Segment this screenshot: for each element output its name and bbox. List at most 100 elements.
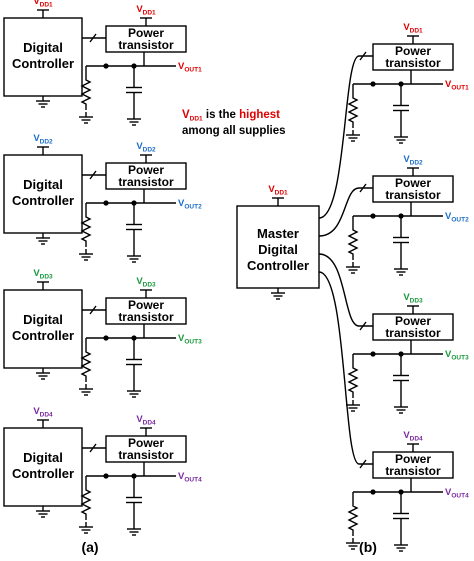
label-main: V [136,4,143,15]
resistor [80,211,92,247]
power-transistor-label: transistor [385,188,441,202]
ground-symbol [127,251,141,263]
label-subscript: OUT2 [451,217,469,224]
ground-symbol [394,264,408,276]
junction-dot [370,351,376,357]
ground-symbol [79,384,93,396]
label-main: V [178,198,185,209]
supply-label: VDD2 [136,141,156,154]
label-subscript: DD4 [410,436,423,443]
junction-dot [103,63,109,69]
power-transistor-box [105,297,187,325]
label-subscript: DD1 [40,2,53,9]
capacitor [393,216,409,264]
master-label: Digital [258,242,298,257]
junction-dot [370,489,376,495]
note-part-2: is the [203,109,239,121]
panel-label-b: (b) [359,539,377,555]
gate-curve [318,271,373,465]
power-transistor-box [372,175,454,203]
output-label: VOUT4 [178,471,202,484]
note-line-2: among all supplies [182,125,286,137]
bus-slash [359,183,367,193]
wiring [37,9,443,500]
label-main: V [445,79,452,90]
power-transistor-box [105,435,187,463]
power-transistor-label: transistor [118,38,174,52]
resistor-zigzag [80,346,92,382]
label-subscript: OUT4 [184,477,202,484]
power-transistor-label: Power [395,176,431,190]
ground-symbol [36,368,50,380]
bus-slash [89,170,97,180]
supply-label: VDD4 [403,430,423,443]
ground-symbol [394,540,408,552]
labels: DigitalControllerVDD1PowertransistorVDD1… [12,0,469,555]
capacitor [393,354,409,402]
power-transistor-box [372,43,454,71]
output-label: VOUT1 [445,79,469,92]
capacitor [126,476,142,524]
resistor [80,74,92,110]
output-label: VOUT2 [178,198,202,211]
label-main: V [178,333,185,344]
power-transistor-label: Power [395,44,431,58]
output-label: VOUT3 [445,349,469,362]
bus-slash [359,321,367,331]
capacitor [393,492,409,540]
label-subscript: DD4 [40,412,53,419]
master-label: Controller [247,258,309,273]
label-subscript: DD3 [40,274,53,281]
label-main: V [445,487,452,498]
gate-curve [318,187,373,237]
label-main: V [403,430,410,441]
bus-slash [359,51,367,61]
power-transistor-label: Power [128,163,164,177]
controller-label: Controller [12,466,74,481]
label-subscript: OUT1 [184,67,202,74]
output-label: VOUT1 [178,61,202,74]
label-main: V [136,276,143,287]
junction-dot [370,81,376,87]
junction-dot [103,200,109,206]
label-subscript: OUT2 [184,204,202,211]
power-transistor-label: Power [395,314,431,328]
label-subscript: DD4 [143,420,156,427]
gate-curve [318,253,373,327]
ground-symbol [346,538,360,550]
label-main: V [178,61,185,72]
label-main: V [33,0,40,7]
label-subscript: OUT4 [451,493,469,500]
power-transistor-label: Power [128,26,164,40]
output-label: VOUT4 [445,487,469,500]
digital-controller-box [3,154,83,234]
label-main: V [403,292,410,303]
label-main: V [403,154,410,165]
label-subscript: DD3 [143,282,156,289]
junction-dot [103,473,109,479]
resistor-zigzag [347,362,359,398]
bus-slash [359,459,367,469]
label-subscript: OUT1 [451,85,469,92]
bus-slash [89,305,97,315]
label-main: V [136,141,143,152]
master-supply-label: VDD1 [268,184,288,197]
controller-label: Digital [23,40,63,55]
label-subscript: DD2 [143,147,156,154]
bus-slash [89,443,97,453]
master-label: Master [257,226,299,241]
supply-label: VDD4 [136,414,156,427]
label-subscript: DD1 [275,190,288,197]
note-part-0: V [182,109,190,121]
supply-label: VDD1 [403,22,423,35]
power-transistor-label: Power [128,298,164,312]
capacitor [126,66,142,114]
output-label: VOUT3 [178,333,202,346]
resistor-zigzag [80,484,92,520]
controller-label: Digital [23,450,63,465]
components [3,17,454,552]
ground-symbol [127,386,141,398]
ground-symbol [346,400,360,412]
ground-symbol [79,249,93,261]
